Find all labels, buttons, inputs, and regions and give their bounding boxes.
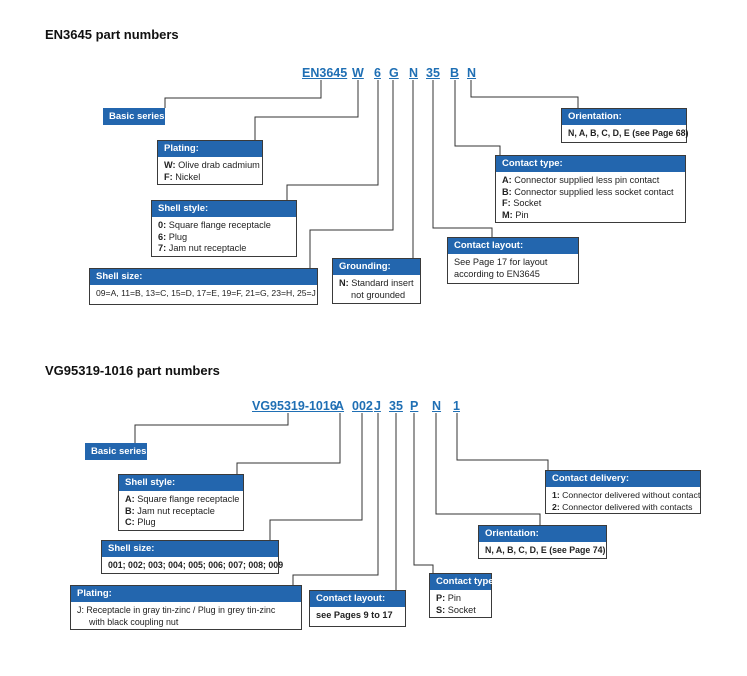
en-plating-box: Plating: W: Olive drab cadmium F: Nickel <box>157 140 263 185</box>
vg-code-contact-delivery: 1 <box>453 399 460 413</box>
en-code-contact-layout: 35 <box>426 66 440 80</box>
en-contact-type-item: F: Socket <box>502 198 542 208</box>
en-grounding-title: Grounding: <box>333 259 420 275</box>
vg-shell-style-item: B: Jam nut receptacle <box>125 505 215 516</box>
en-code-orientation: N <box>467 66 477 80</box>
en-grounding-box: Grounding: N: Standard insert not ground… <box>332 258 421 304</box>
vg-contact-type-item: S: Socket <box>436 604 476 615</box>
en-contact-type-title: Contact type: <box>496 156 685 172</box>
vg-contact-layout-box: Contact layout: see Pages 9 to 17 <box>309 590 406 627</box>
vg-code-shell-style: A <box>335 399 345 413</box>
vg-basic-series-box: Basic series <box>85 443 147 460</box>
vg-code-shell-size: 002 <box>352 399 373 413</box>
vg-plating-box: Plating: J: Receptacle in gray tin-zinc … <box>70 585 302 630</box>
vg-shell-size-box: Shell size: 001; 002; 003; 004; 005; 006… <box>101 540 284 574</box>
vg-contact-delivery-box: Contact delivery: 1: Connector delivered… <box>545 470 701 514</box>
vg-orientation-title: Orientation: <box>479 526 606 542</box>
vg-code-plating: J <box>374 399 381 413</box>
vg-code-orientation: N <box>432 399 442 413</box>
en-contact-layout-box: Contact layout: See Page 17 for layout a… <box>447 237 579 284</box>
vg-shell-style-item: A: Square flange receptacle <box>125 494 240 504</box>
vg-plating-line2: with black coupling nut <box>89 616 179 627</box>
en-code-contact-type: B <box>450 66 460 80</box>
en-grounding-item: N: Standard insert <box>339 278 414 288</box>
vg-code-contact-layout: 35 <box>389 399 403 413</box>
en-contact-type-item: B: Connector supplied less socket contac… <box>502 186 674 197</box>
vg-contact-delivery-item: 1: Connector delivered without contact <box>552 490 701 500</box>
en-contact-type-item: A: Connector supplied less pin contact <box>502 175 660 185</box>
vg-basic-series-label: Basic series <box>85 443 147 460</box>
vg-section-title: VG95319-1016 part numbers <box>45 363 220 378</box>
en-contact-layout-line2: according to EN3645 <box>454 268 540 279</box>
en-shell-style-item: 0: Square flange receptacle <box>158 220 271 230</box>
en-basic-series-box: Basic series <box>103 108 165 125</box>
en-orientation-box: Orientation: N, A, B, C, D, E (see Page … <box>561 108 689 143</box>
en-orientation-values: N, A, B, C, D, E (see Page 68) <box>568 128 689 138</box>
en-contact-type-item: M: Pin <box>502 209 529 220</box>
vg-contact-type-item: P: Pin <box>436 593 462 603</box>
vg-shell-style-title: Shell style: <box>119 475 243 491</box>
vg-plating-title: Plating: <box>71 586 301 602</box>
en-shell-style-item: 7: Jam nut receptacle <box>158 243 247 253</box>
vg-contact-layout-title: Contact layout: <box>310 591 405 607</box>
en-contact-layout-line1: See Page 17 for layout <box>454 257 548 267</box>
en-section-title: EN3645 part numbers <box>45 27 179 42</box>
en-shell-style-box: Shell style: 0: Square flange receptacle… <box>151 200 297 257</box>
en-basic-series-label: Basic series <box>103 108 165 125</box>
en-shell-size-title: Shell size: <box>90 269 317 285</box>
vg-plating-line1: J: Receptacle in gray tin-zinc / Plug in… <box>77 605 276 615</box>
en-shell-size-box: Shell size: 09=A, 11=B, 13=C, 15=D, 17=E… <box>89 268 318 305</box>
en-grounding-item: not grounded <box>351 289 406 300</box>
en-contact-type-box: Contact type: A: Connector supplied less… <box>495 155 686 223</box>
vg-code-contact-type: P <box>410 399 419 413</box>
en-shell-style-title: Shell style: <box>152 201 296 217</box>
vg-contact-delivery-title: Contact delivery: <box>546 471 700 487</box>
en-code-shell-size: G <box>389 66 399 80</box>
vg-shell-style-box: Shell style: A: Square flange receptacle… <box>118 474 244 531</box>
vg-orientation-box: Orientation: N, A, B, C, D, E (see Page … <box>478 525 607 559</box>
en-code-plating: W <box>352 66 364 80</box>
vg-shell-size-values: 001; 002; 003; 004; 005; 006; 007; 008; … <box>108 560 284 570</box>
vg-contact-type-title: Contact type <box>430 574 494 590</box>
en-plating-title: Plating: <box>158 141 262 157</box>
vg-code-series: VG95319-1016 <box>252 399 337 413</box>
vg-contact-layout-values: see Pages 9 to 17 <box>316 610 393 620</box>
vg-contact-type-box: Contact type P: Pin S: Socket <box>429 573 494 618</box>
en-contact-layout-title: Contact layout: <box>448 238 578 254</box>
vg-orientation-values: N, A, B, C, D, E (see Page 74) <box>485 545 606 555</box>
en-plating-item: W: Olive drab cadmium <box>164 160 260 170</box>
en-code-series: EN3645 <box>302 66 348 80</box>
en-plating-item: F: Nickel <box>164 171 201 182</box>
en-orientation-title: Orientation: <box>562 109 686 125</box>
en-code-shell-style: 6 <box>374 66 381 80</box>
vg-shell-size-title: Shell size: <box>102 541 278 557</box>
vg-shell-style-item: C: Plug <box>125 517 156 527</box>
en-code-grounding: N <box>409 66 419 80</box>
vg-contact-delivery-item: 2: Connector delivered with contacts <box>552 501 693 512</box>
en-shell-style-item: 6: Plug <box>158 231 188 242</box>
en-shell-size-values: 09=A, 11=B, 13=C, 15=D, 17=E, 19=F, 21=G… <box>96 288 316 298</box>
